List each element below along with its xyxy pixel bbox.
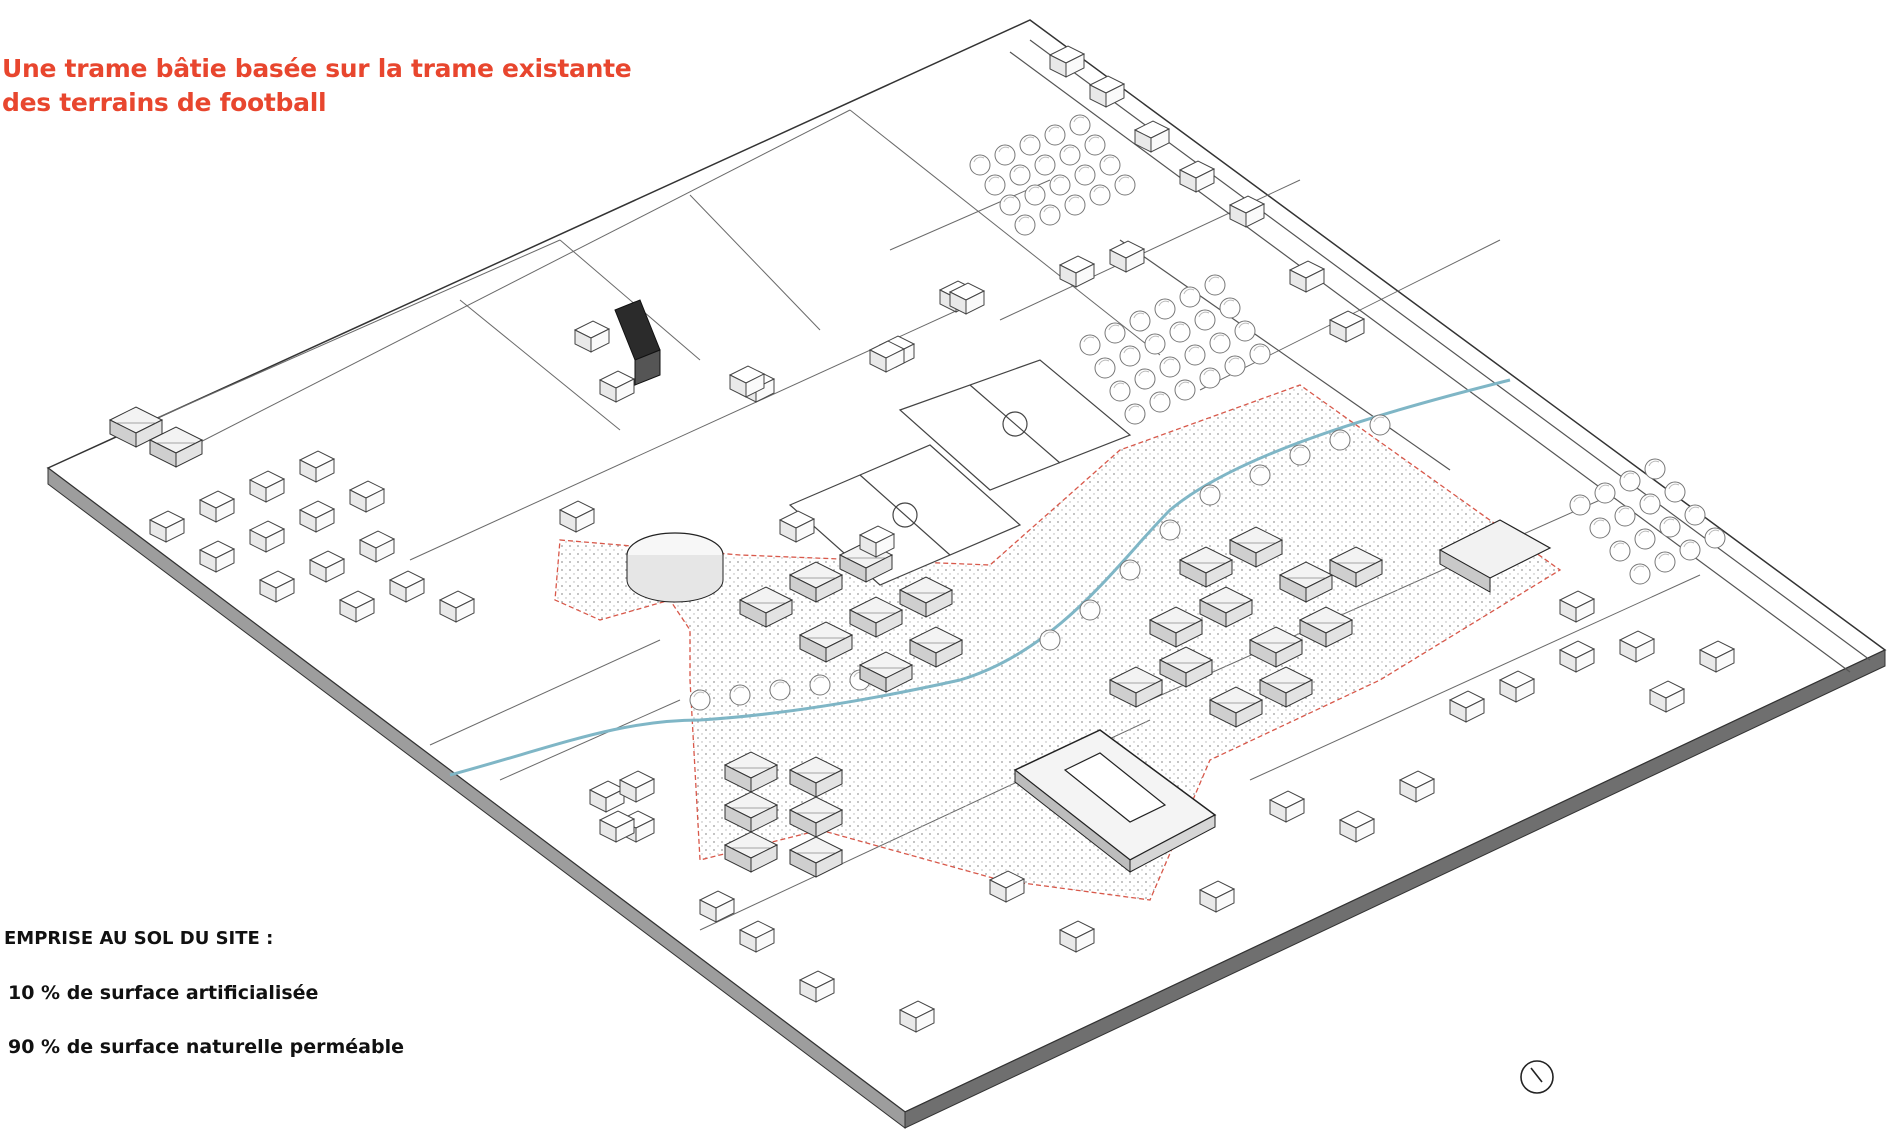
courtyard-building xyxy=(1013,729,1217,874)
stream xyxy=(449,378,1511,777)
north-arrow-icon xyxy=(1520,1060,1554,1094)
stat-permeable-surface: 90 % de surface naturelle perméable xyxy=(8,1036,404,1058)
dark-tower xyxy=(614,299,661,386)
stats-heading: EMPRISE AU SOL DU SITE : xyxy=(4,928,274,949)
page-title: Une trame bâtie basée sur la trame exist… xyxy=(2,54,632,117)
main-road xyxy=(1009,39,1871,673)
round-building xyxy=(626,532,724,603)
stat-artificial-surface: 10 % de surface artificialisée xyxy=(8,982,319,1004)
gymnasium xyxy=(1438,519,1552,593)
